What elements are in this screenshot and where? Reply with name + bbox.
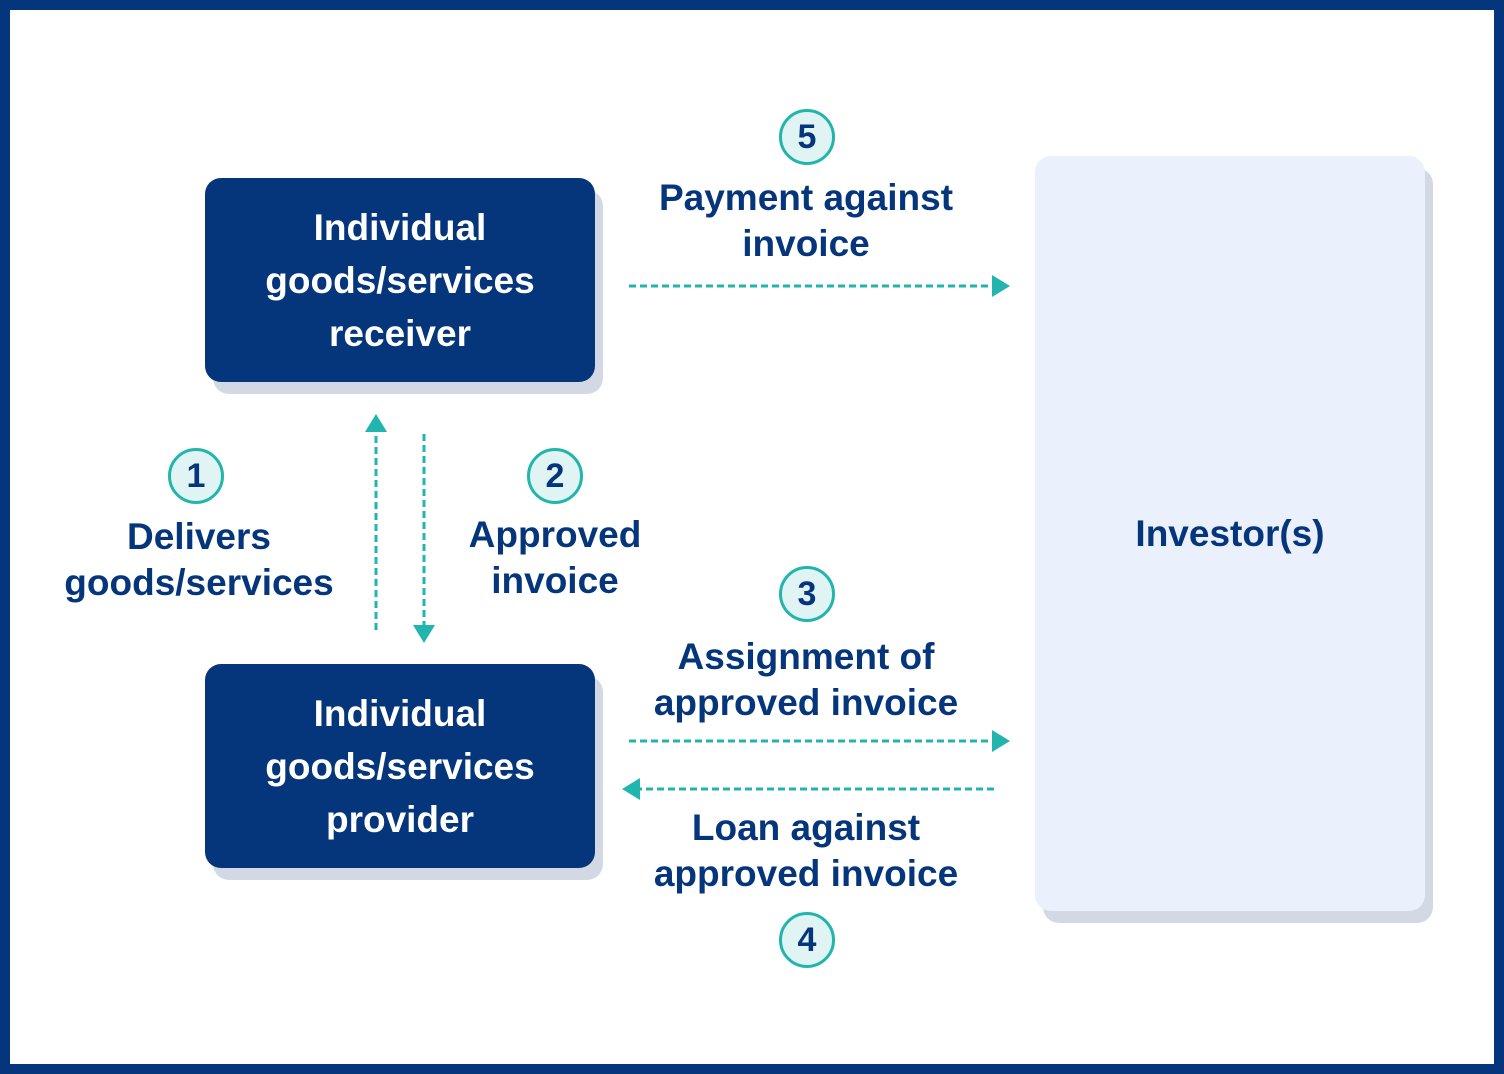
step-4-label: Loan against approved invoice	[653, 807, 959, 894]
provider-node: Individual goods/services provider	[205, 664, 595, 868]
provider-label: Individual goods/services provider	[265, 692, 535, 840]
step-1-label: Delivers goods/services	[64, 516, 334, 603]
arrow-step-4-head	[622, 778, 640, 800]
receiver-node: Individual goods/services receiver	[205, 178, 595, 382]
step-2-label: Approved invoice	[468, 514, 642, 601]
investor-label: Investor(s)	[1135, 512, 1325, 554]
step-1-badge: 1	[168, 448, 224, 504]
step-5-label: Payment against invoice	[658, 177, 954, 264]
arrow-step-1-head	[365, 414, 387, 432]
step-4-badge: 4	[779, 912, 835, 968]
receiver-label: Individual goods/services receiver	[265, 206, 535, 354]
arrow-step-3-head	[992, 730, 1010, 752]
investor-node: Investor(s)	[1035, 156, 1425, 911]
step-2-badge: 2	[527, 448, 583, 504]
step-5-badge: 5	[779, 109, 835, 165]
arrow-step-2-head	[413, 625, 435, 643]
arrow-step-5-head	[992, 275, 1010, 297]
step-3-badge: 3	[779, 566, 835, 622]
step-3-label: Assignment of approved invoice	[653, 636, 959, 723]
